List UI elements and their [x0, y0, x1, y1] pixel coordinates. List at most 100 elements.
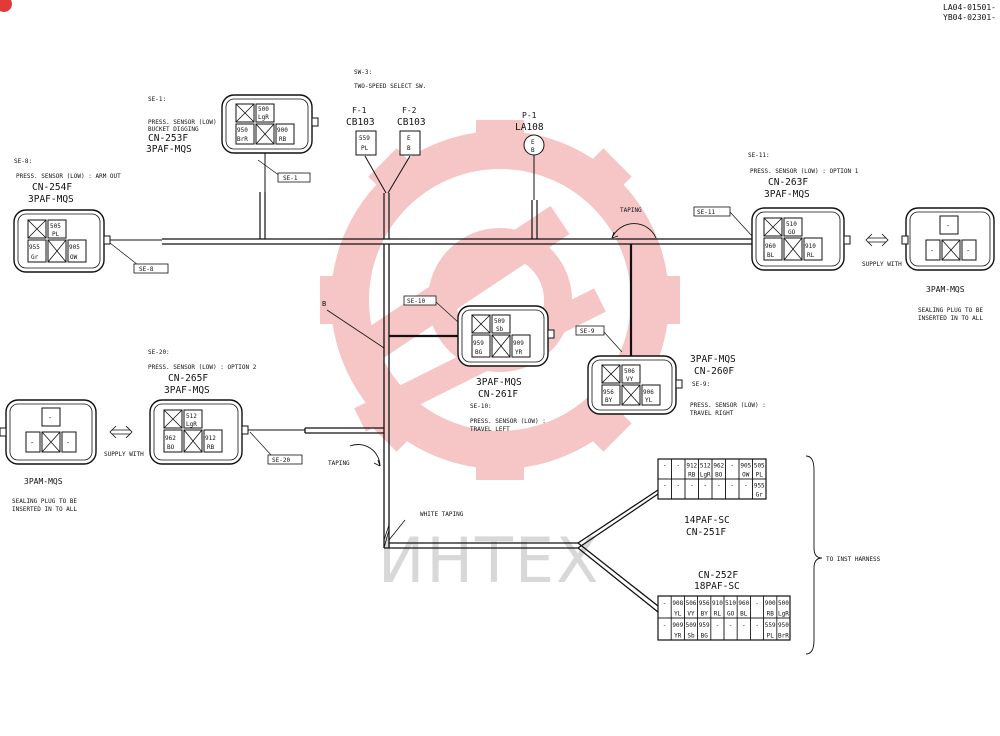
connector-se9 [587, 355, 683, 415]
se8-pin3-color: OW [70, 254, 78, 261]
se8-description: PRESS. SENSOR (LOW) : ARM OUT [16, 173, 121, 180]
cn251-pin-color: OW [742, 472, 750, 479]
se20-description: PRESS. SENSOR (LOW) : OPTION 2 [148, 364, 257, 371]
sealing-right-2: INSERTED IN TO ALL [918, 315, 983, 322]
connector-se11 [751, 207, 851, 271]
se9-description-2: TRAVEL RIGHT [690, 410, 734, 417]
se8-pin1-num: 505 [50, 223, 61, 230]
f2-pin-color: B [407, 145, 411, 152]
cn252-pin-num: - [742, 622, 746, 629]
cn251-pin-color: BO [715, 472, 723, 479]
connector-cn252f: -908YL506VY956BY910RL510GO960BL-900RB500… [657, 595, 791, 641]
se1-cn: CN-253F [148, 133, 188, 144]
se1-pin3-num: 900 [277, 127, 288, 134]
se20-pin3-num: 912 [205, 435, 216, 442]
se20-pin2-color: BO [167, 444, 175, 451]
inst-harness-brace [805, 455, 823, 655]
cn251-pin-num: 962 [713, 462, 724, 469]
mqs-right-label: 3PAM-MQS [926, 285, 965, 294]
se8-pin1-color: PL [52, 231, 60, 238]
cn252-pin-num: 956 [699, 600, 710, 607]
se8-pin2-num: 955 [29, 244, 40, 251]
svg-text:-: - [30, 439, 34, 447]
cn252-pin-num: - [663, 600, 667, 607]
cn252-pin-color: BG [701, 632, 709, 639]
cn251-pin-num: - [676, 462, 680, 469]
f1-pin-color: PL [361, 145, 369, 152]
f2-cb: CB103 [397, 117, 426, 128]
se10-label: SE-10: [470, 403, 492, 410]
se11-pin2-color: BL [767, 252, 775, 259]
plug-3pam-right: - - - [901, 207, 995, 271]
svg-text:-: - [966, 247, 970, 255]
se20-type: 3PAF-MQS [164, 385, 210, 396]
se20-pin3-color: RB [207, 444, 215, 451]
cn252-pin-color: VY [687, 610, 695, 617]
cn252-pin-color: GO [727, 610, 735, 617]
cn252-pin-color: BY [701, 610, 709, 617]
b-label: B [322, 300, 326, 308]
sealing-left-2: INSERTED IN TO ALL [12, 506, 77, 513]
p1-pin-num: E [531, 139, 535, 146]
se10-pin2-num: 959 [473, 340, 484, 347]
cn252-pin-num: 506 [686, 600, 697, 607]
cn252-pin-num: 900 [765, 600, 776, 607]
se1-pin3-color: RB [279, 136, 287, 143]
se1-label: SE-1: [148, 96, 166, 103]
mqs-left-label: 3PAM-MQS [24, 477, 63, 486]
watermark-text: ИНТЕХ [378, 524, 601, 597]
se20-label: SE-20: [148, 349, 170, 356]
se10-pin2-color: BG [475, 349, 483, 356]
cn252-pin-num: 910 [712, 600, 723, 607]
cn252-pin-color: BL [740, 610, 748, 617]
se1-pin2-num: 950 [237, 127, 248, 134]
se9-pin3-num: 906 [643, 389, 654, 396]
cn252-pin-num: 959 [699, 622, 710, 629]
se11-cn: CN-263F [768, 177, 808, 188]
svg-text:-: - [66, 439, 70, 447]
cn252-pin-num: 909 [672, 622, 683, 629]
se11-pin3-color: RL [807, 252, 815, 259]
f2-terminal [399, 130, 421, 156]
cn251-type: 14PAF-SC [684, 515, 730, 526]
se20-pin1-color: LgR [186, 421, 197, 428]
se9-type: 3PAF-MQS [690, 354, 736, 365]
cn251-pin-num: - [703, 482, 707, 489]
sealing-left-1: SEALING PLUG TO BE [12, 498, 77, 505]
se8-label: SE-8: [14, 158, 32, 165]
se10-cn: CN-261F [478, 389, 518, 400]
cn251-pin-num: - [663, 462, 667, 469]
cn252-pin-num: - [755, 622, 759, 629]
se9-pin2-num: 956 [603, 389, 614, 396]
taping-arrow-icon [611, 223, 657, 239]
taping-label-mid: TAPING [328, 460, 350, 467]
f2-label: F-2 [402, 106, 417, 115]
se11-label: SE-11: [748, 152, 770, 159]
doc-code-1: LA04-01501- [943, 3, 996, 12]
doc-code-2: YB04-02301- [943, 13, 996, 22]
se1-type: 3PAF-MQS [146, 144, 192, 155]
se10-pin3-num: 909 [513, 340, 524, 347]
se20-pin1-num: 512 [186, 413, 197, 420]
f2-pin-num: E [407, 135, 411, 142]
cn251-pin-color: RB [688, 472, 696, 479]
f1-terminal [355, 130, 377, 156]
plug-3pam-left: - - - [0, 399, 97, 465]
se10-description-2: TRAVEL LEFT [470, 426, 510, 433]
cn252-cn: CN-252F [698, 570, 738, 581]
se9-pin1-num: 506 [624, 368, 635, 375]
se10-pin1-num: 509 [494, 318, 505, 325]
to-inst-harness: TO INST HARNESS [826, 556, 881, 563]
cn252-pin-color: LgR [778, 610, 789, 617]
cn251-pin-color: Gr [756, 492, 764, 499]
cn252-pin-num: 510 [725, 600, 736, 607]
se9-description-1: PRESS. SENSOR (LOW) : [690, 402, 766, 409]
se9-pin2-color: BY [605, 397, 613, 404]
taping-arrow-icon [349, 444, 381, 467]
se8-pin2-color: Gr [31, 254, 39, 261]
cn252-pin-color: PL [767, 632, 775, 639]
cn252-pin-num: 509 [686, 622, 697, 629]
se9-cn: CN-260F [694, 366, 734, 377]
cn251-pin-num: - [663, 482, 667, 489]
cn252-pin-num: 960 [738, 600, 749, 607]
